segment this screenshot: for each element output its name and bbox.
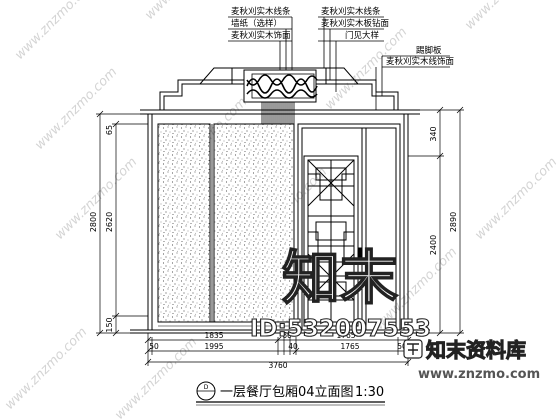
right-dimension-texts: 340 2400 2890 (429, 126, 458, 255)
dim-bottom-f: 50 (149, 342, 159, 351)
dim-bottom-h: 50 (397, 342, 407, 351)
left-dimension-lines (96, 110, 148, 337)
dim-left-total: 2800 (89, 212, 98, 232)
diagonal-watermark-text: www.znzmo.com (12, 0, 100, 63)
watermark-brand: 知末资料库 (426, 338, 526, 362)
dim-bottom-b: 60 (282, 331, 292, 340)
drawing-scale: 1:30 (355, 385, 384, 400)
dim-left-inner: 2620 (105, 212, 114, 232)
dim-bottom-e: 1765 (340, 342, 359, 351)
dim-right-total: 2890 (449, 212, 458, 232)
dim-bottom-g: 40 (288, 342, 298, 351)
watermark-id: ID:532007553 (250, 316, 431, 342)
annotation-left-1: 麦秋刈实木线条 (231, 6, 291, 17)
foreground-watermarks: 知末 ID:532007553 知末资料库 www.znzmo.com (249, 243, 540, 382)
annotation-left-2: 墙纸（选样） (231, 18, 282, 29)
diagonal-watermark-text: www.znzmo.com (2, 325, 90, 413)
left-dimension-texts: 65 2800 2620 150 (89, 125, 114, 333)
wallpaper-panels (157, 123, 295, 327)
annotation-right-2: 麦秋刈实木线饰面 (386, 56, 455, 67)
dim-bottom-d: 1995 (204, 342, 223, 351)
drawing-title: 一层餐厅包厢04立面图 (220, 384, 354, 400)
annotation-left-3: 麦秋刈实木饰面 (231, 30, 291, 41)
dim-bottom-c: 1765 (336, 331, 355, 340)
diagonal-watermark-text: www.znzmo.com (472, 155, 560, 243)
diagonal-watermark-text: www.znzmo.com (32, 65, 120, 153)
watermark-logo: 知末 (282, 244, 398, 312)
dim-right-upper: 340 (429, 126, 438, 141)
dim-right-middle: 2400 (429, 235, 438, 255)
diagonal-watermark-text: www.znzmo.com (462, 0, 550, 33)
leader-lines (228, 16, 450, 110)
diagonal-watermark-text: www.znzmo.com (142, 0, 230, 23)
dim-bottom-a: 1835 (204, 331, 223, 340)
door (297, 123, 401, 331)
material-annotations: 麦秋刈实木线条 墙纸（选样） 麦秋刈实木饰面 麦秋刈实木线条 麦秋刈实木板钻面 … (231, 6, 455, 67)
annotation-center-3: 门见大样 (345, 30, 380, 41)
carved-ornament-panel (243, 69, 318, 103)
bottom-dimension-texts: 1835 60 1765 50 1995 40 1765 50 3760 (149, 331, 407, 370)
watermark-url: www.znzmo.com (418, 367, 540, 382)
annotation-center-1: 麦秋刈实木线条 (321, 6, 381, 17)
dim-left-base: 150 (105, 317, 114, 332)
section-symbol-label: D (204, 384, 209, 391)
dim-bottom-total: 3760 (268, 361, 287, 370)
annotation-center-2: 麦秋刈实木板钻面 (321, 18, 390, 29)
dim-left-top: 65 (105, 125, 114, 135)
annotation-right-1: 踢脚板 (416, 45, 442, 56)
drawing-title-block: D 一层餐厅包厢04立面图 1:30 (196, 381, 385, 406)
right-dimension-lines (408, 106, 464, 337)
